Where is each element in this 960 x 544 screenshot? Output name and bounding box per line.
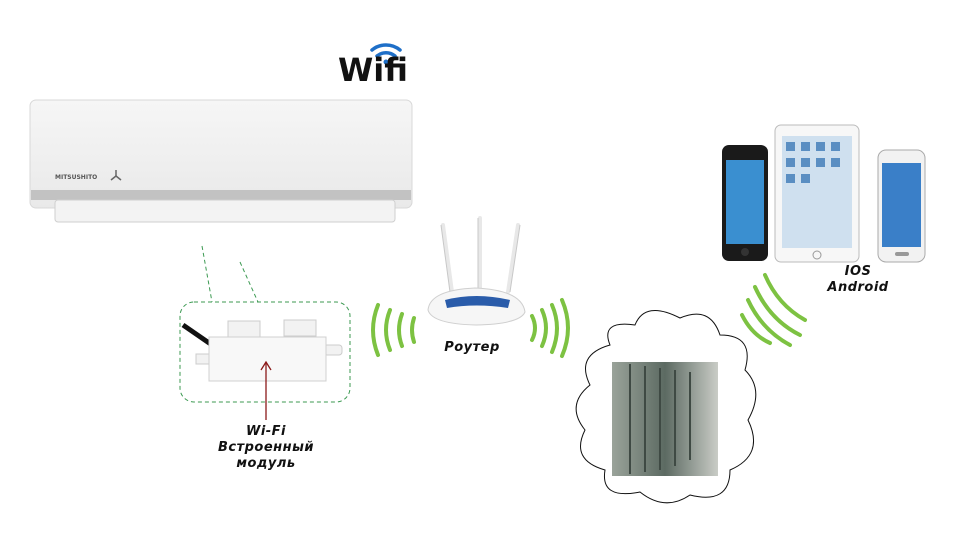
fan-logo-icon: [110, 170, 122, 181]
ipad-device: [774, 124, 860, 263]
server-room-photo: [612, 362, 718, 476]
router: [427, 216, 526, 326]
wifi-module: [181, 319, 343, 382]
os-label-android: Android: [827, 280, 889, 295]
wifi-waves-module-router: [371, 303, 416, 357]
wifi-logo: Wifi: [338, 43, 408, 89]
module-label-wifi: Wi-Fi: [245, 424, 287, 439]
brand-logo: MITSUSHITO: [55, 174, 97, 181]
module-label-builtin: Встроенный: [217, 440, 315, 455]
cloud-server: [575, 310, 757, 504]
wifi-signal-icon: [370, 43, 402, 65]
wifi-waves-cloud-devices: [740, 273, 807, 347]
wifi-logo-text: Wifi: [338, 51, 408, 89]
module-label-module: модуль: [236, 456, 296, 471]
iphone-device: [722, 145, 768, 261]
air-conditioner: MITSUSHITO: [29, 99, 413, 223]
router-label: Роутер: [444, 340, 500, 355]
module-pointer-arrow: [260, 360, 272, 420]
module-callout: [179, 245, 351, 403]
android-phone-device: [877, 149, 926, 263]
wifi-waves-router-cloud: [530, 298, 570, 358]
os-label-ios: IOS: [844, 264, 872, 279]
